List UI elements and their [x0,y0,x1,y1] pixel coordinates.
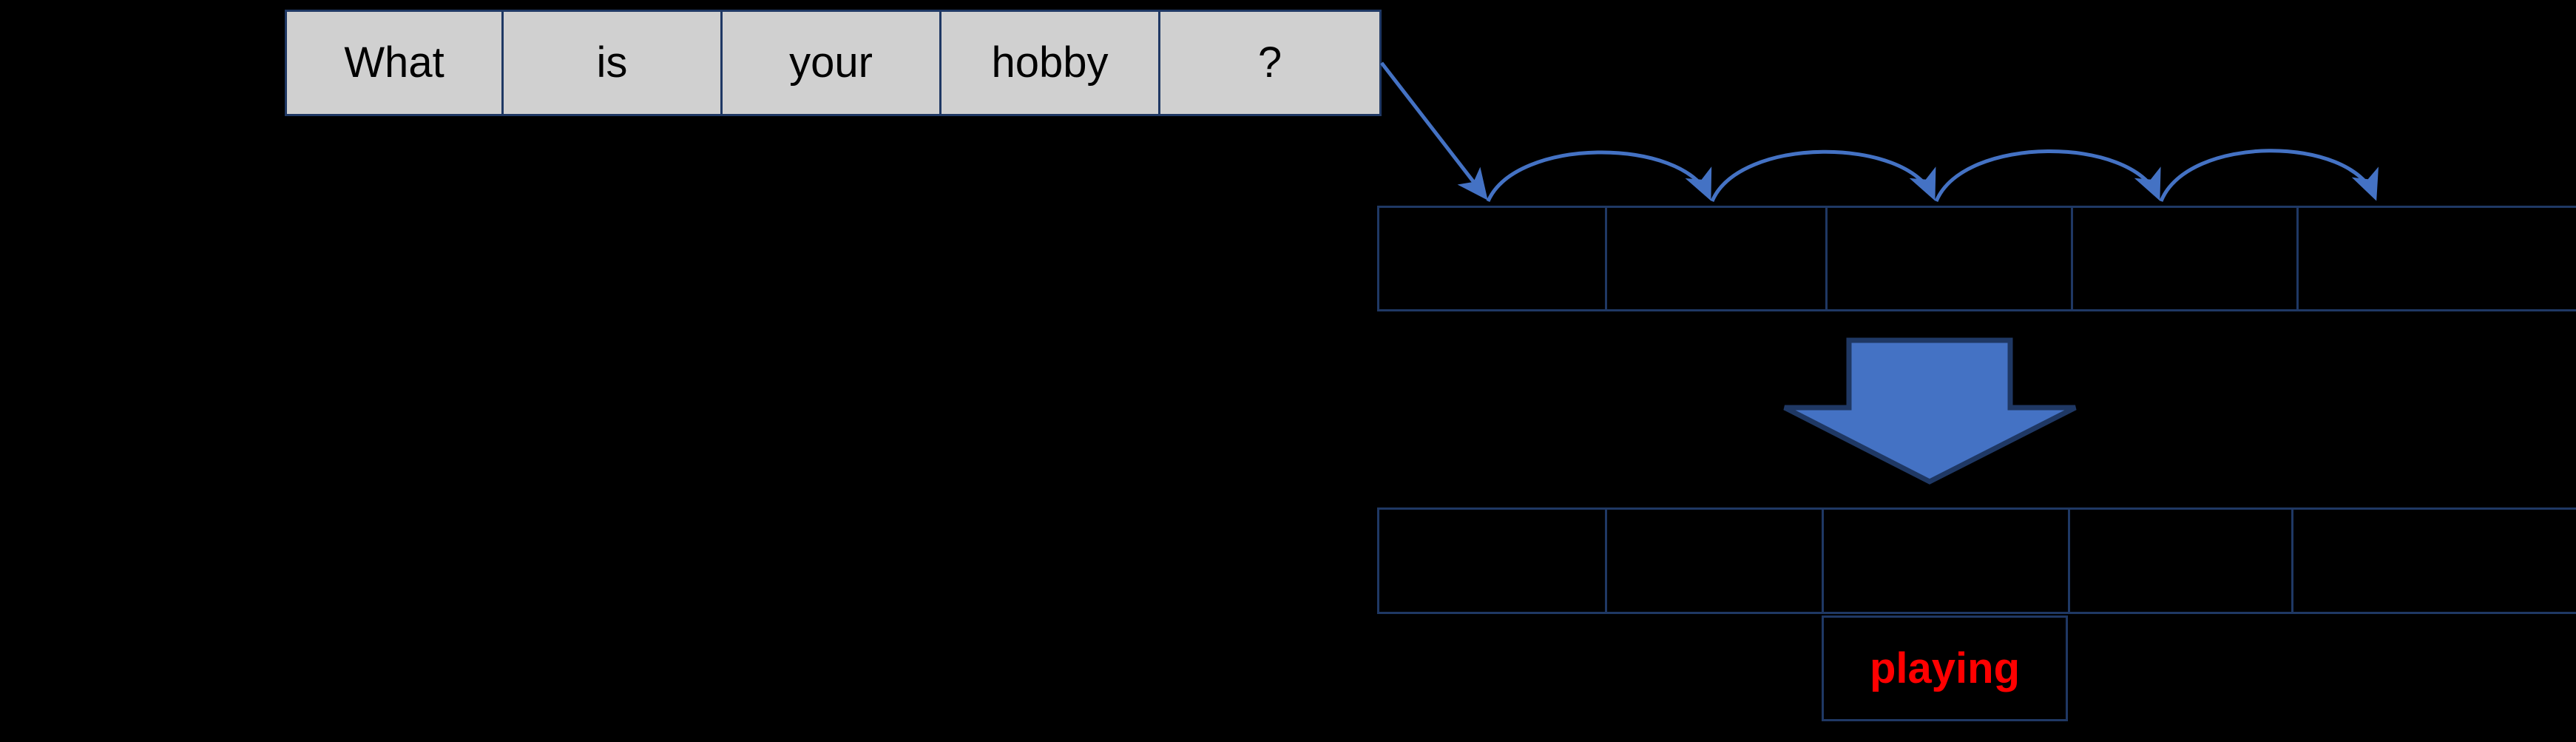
decoder-state-cell[interactable] [2291,507,2576,614]
input-token-cell[interactable]: is [501,10,723,116]
decoder-state-cell[interactable] [2068,507,2293,614]
input-token-label: your [789,38,873,87]
encoder-arc-4 [2159,149,2379,202]
input-token-cell[interactable]: What [285,10,504,116]
input-token-cell[interactable]: your [720,10,942,116]
decoder-state-row [1377,507,2576,614]
input-token-label: What [344,38,444,87]
encoder-arc-3 [1934,149,2161,202]
input-token-row: What is your hobby ? [285,10,1382,116]
input-token-cell[interactable]: ? [1158,10,1382,116]
input-token-label: is [596,38,628,87]
encoder-arc-1 [1486,150,1712,203]
encoder-state-row [1377,206,2576,311]
output-token-label: playing [1869,644,2021,692]
encoder-state-cell[interactable] [1825,206,2073,311]
encoder-state-cell[interactable] [2071,206,2299,311]
encoder-arc-2 [1710,149,1936,202]
encoder-state-cell[interactable] [1377,206,1607,311]
input-token-label: hobby [991,38,1109,87]
decoder-state-cell[interactable] [1822,507,2070,614]
encoder-to-decoder-block-arrow [1783,337,2077,485]
encoder-state-cell[interactable] [1605,206,1828,311]
output-token-cell[interactable]: playing [1822,615,2068,721]
decoder-state-cell[interactable] [1605,507,1824,614]
decoder-state-cell[interactable] [1377,507,1607,614]
input-to-encoder-arrow [1380,61,1488,200]
input-token-cell[interactable]: hobby [939,10,1160,116]
input-token-label: ? [1257,38,1282,87]
encoder-state-cell[interactable] [2296,206,2576,311]
